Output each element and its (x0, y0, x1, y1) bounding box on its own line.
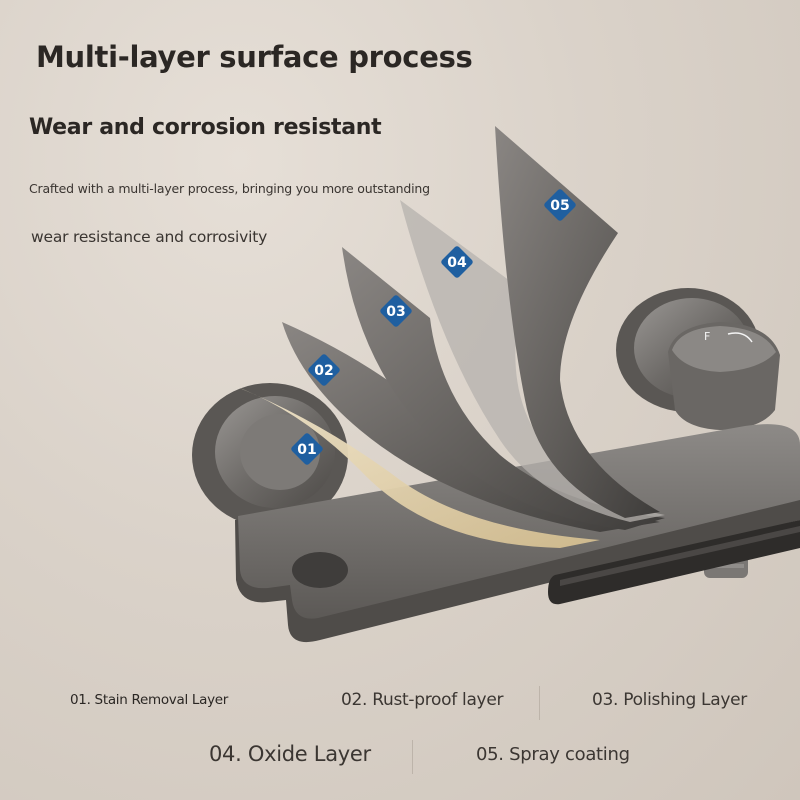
subtitle: Wear and corrosion resistant (29, 115, 382, 140)
layer-label-03: 03. Polishing Layer (592, 690, 747, 710)
layer-label-05: 05. Spray coating (476, 744, 630, 765)
layer-label-02: 02. Rust-proof layer (341, 690, 504, 710)
badge-04: 04 (441, 246, 473, 278)
svg-text:F: F (704, 330, 710, 343)
layer-label-04: 04. Oxide Layer (209, 742, 371, 766)
badge-02: 02 (308, 354, 340, 386)
badge-01: 01 (291, 433, 323, 465)
page-title: Multi-layer surface process (36, 40, 473, 74)
svg-text:02: 02 (314, 363, 333, 379)
badge-03: 03 (380, 295, 412, 327)
badge-05: 05 (544, 189, 576, 221)
svg-text:04: 04 (447, 255, 467, 271)
description-line-2: wear resistance and corrosivity (31, 228, 268, 246)
control-knob: F (668, 322, 780, 430)
svg-text:03: 03 (386, 304, 405, 320)
svg-text:01: 01 (297, 442, 316, 458)
layer-sheets (232, 126, 665, 548)
svg-text:05: 05 (550, 198, 569, 214)
divider (412, 740, 413, 774)
layer-label-01: 01. Stain Removal Layer (70, 692, 229, 708)
left-flange (192, 383, 348, 527)
description-line-1: Crafted with a multi-layer process, brin… (29, 181, 430, 196)
divider (539, 686, 540, 720)
